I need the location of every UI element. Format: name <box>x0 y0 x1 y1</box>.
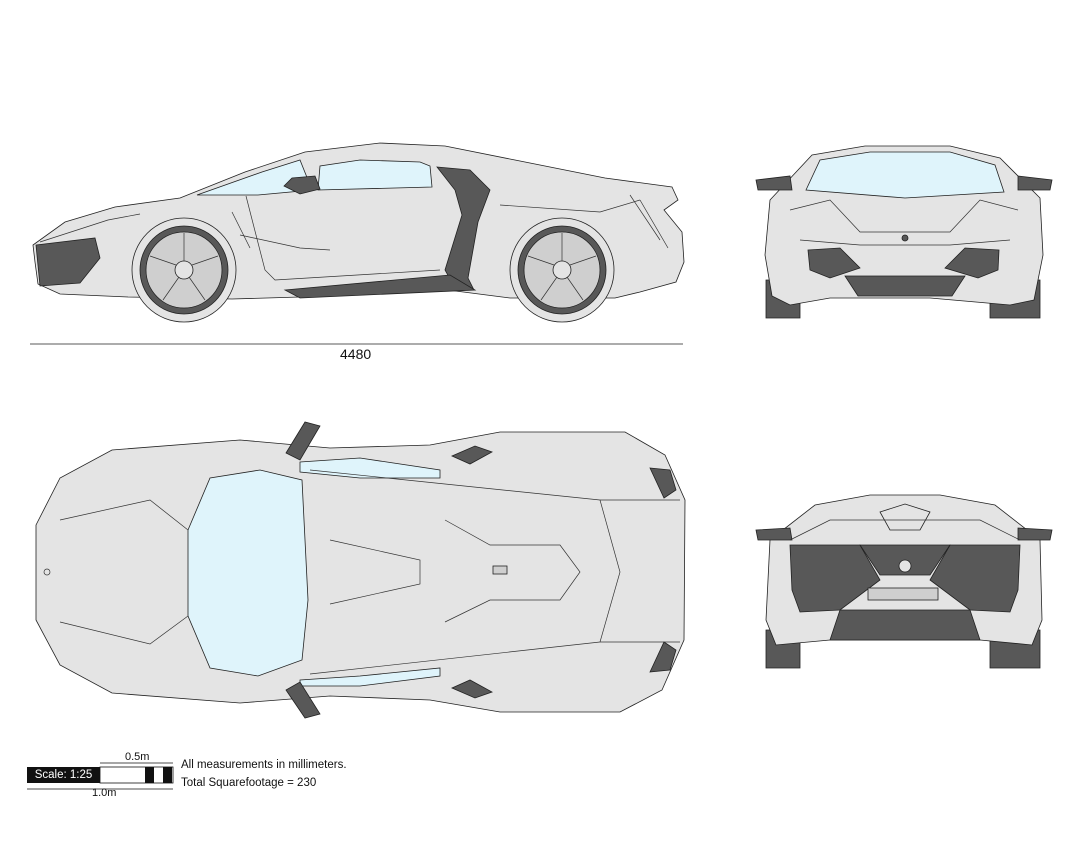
front-view <box>755 145 1053 319</box>
top-view <box>35 421 686 719</box>
measurements-note: All measurements in millimeters. <box>181 759 347 771</box>
side-view <box>32 142 685 323</box>
scale-bar <box>27 762 174 790</box>
rear-view <box>755 494 1053 669</box>
squarefootage-note: Total Squarefootage = 230 <box>181 777 317 789</box>
scale-half-meter: 0.5m <box>125 751 150 763</box>
length-dimension-label: 4480 <box>340 346 372 362</box>
scale-label: Scale: 1:25 <box>27 767 100 783</box>
scale-one-meter: 1.0m <box>92 787 117 799</box>
